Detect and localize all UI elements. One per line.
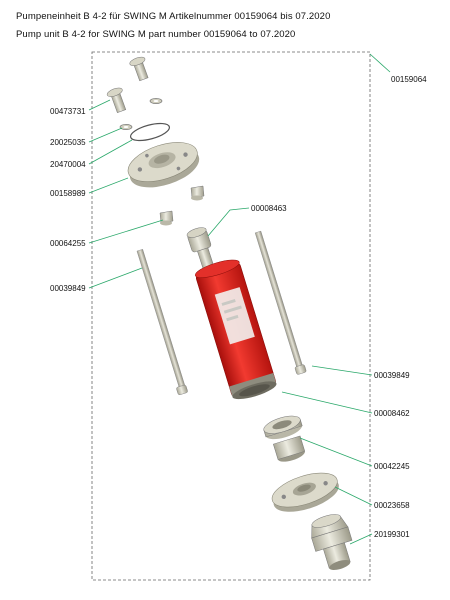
screw-plug-1: [190, 185, 205, 201]
tie-rod-left: [136, 249, 188, 395]
leader-20199301: [349, 533, 373, 545]
leader-00158989: [88, 177, 129, 194]
label-00039849-right: 00039849: [374, 371, 410, 380]
leader-20025035: [88, 127, 123, 143]
leader-00039849-left: [88, 267, 143, 289]
leader-00008463: [207, 207, 250, 237]
assembly-frame: [91, 51, 371, 581]
label-00042245: 00042245: [374, 462, 410, 471]
label-00159064: 00159064: [391, 75, 427, 84]
leader-00023658: [334, 486, 373, 506]
label-00039849-left: 00039849: [50, 284, 86, 293]
title-german: Pumpeneinheit B 4-2 für SWING M Artikeln…: [16, 11, 331, 22]
cylinder-connector: [186, 227, 215, 271]
o-ring: [129, 122, 171, 142]
leader-00008462: [281, 391, 373, 414]
screw-plug-2: [159, 210, 174, 226]
top-bolt-1: [129, 56, 149, 82]
label-00473731: 00473731: [50, 107, 86, 116]
leader-20470004: [88, 139, 133, 165]
label-00008463: 00008463: [251, 204, 287, 213]
tie-rod-right: [254, 230, 307, 375]
label-00023658: 00023658: [374, 501, 410, 510]
leader-00042245: [299, 437, 373, 467]
label-00008462: 00008462: [374, 409, 410, 418]
title-english: Pump unit B 4-2 for SWING M part number …: [16, 29, 296, 40]
bottom-fitting: [311, 514, 353, 570]
leader-00064255: [88, 219, 164, 244]
adapter-fitting: [263, 415, 306, 462]
label-00064255: 00064255: [50, 239, 86, 248]
label-20025035: 20025035: [50, 138, 86, 147]
bottom-flange: [271, 472, 339, 512]
leader-00473731: [88, 99, 111, 111]
top-flange: [127, 142, 200, 188]
leader-00159064: [369, 53, 391, 73]
red-cylinder: [194, 259, 277, 400]
top-bolt-2: [106, 87, 127, 113]
label-00158989: 00158989: [50, 189, 86, 198]
washer-1-hole: [153, 100, 159, 102]
leader-00039849-right: [311, 365, 373, 376]
label-20470004: 20470004: [50, 160, 86, 169]
washer-2-hole: [123, 126, 129, 128]
label-20199301: 20199301: [374, 530, 410, 539]
